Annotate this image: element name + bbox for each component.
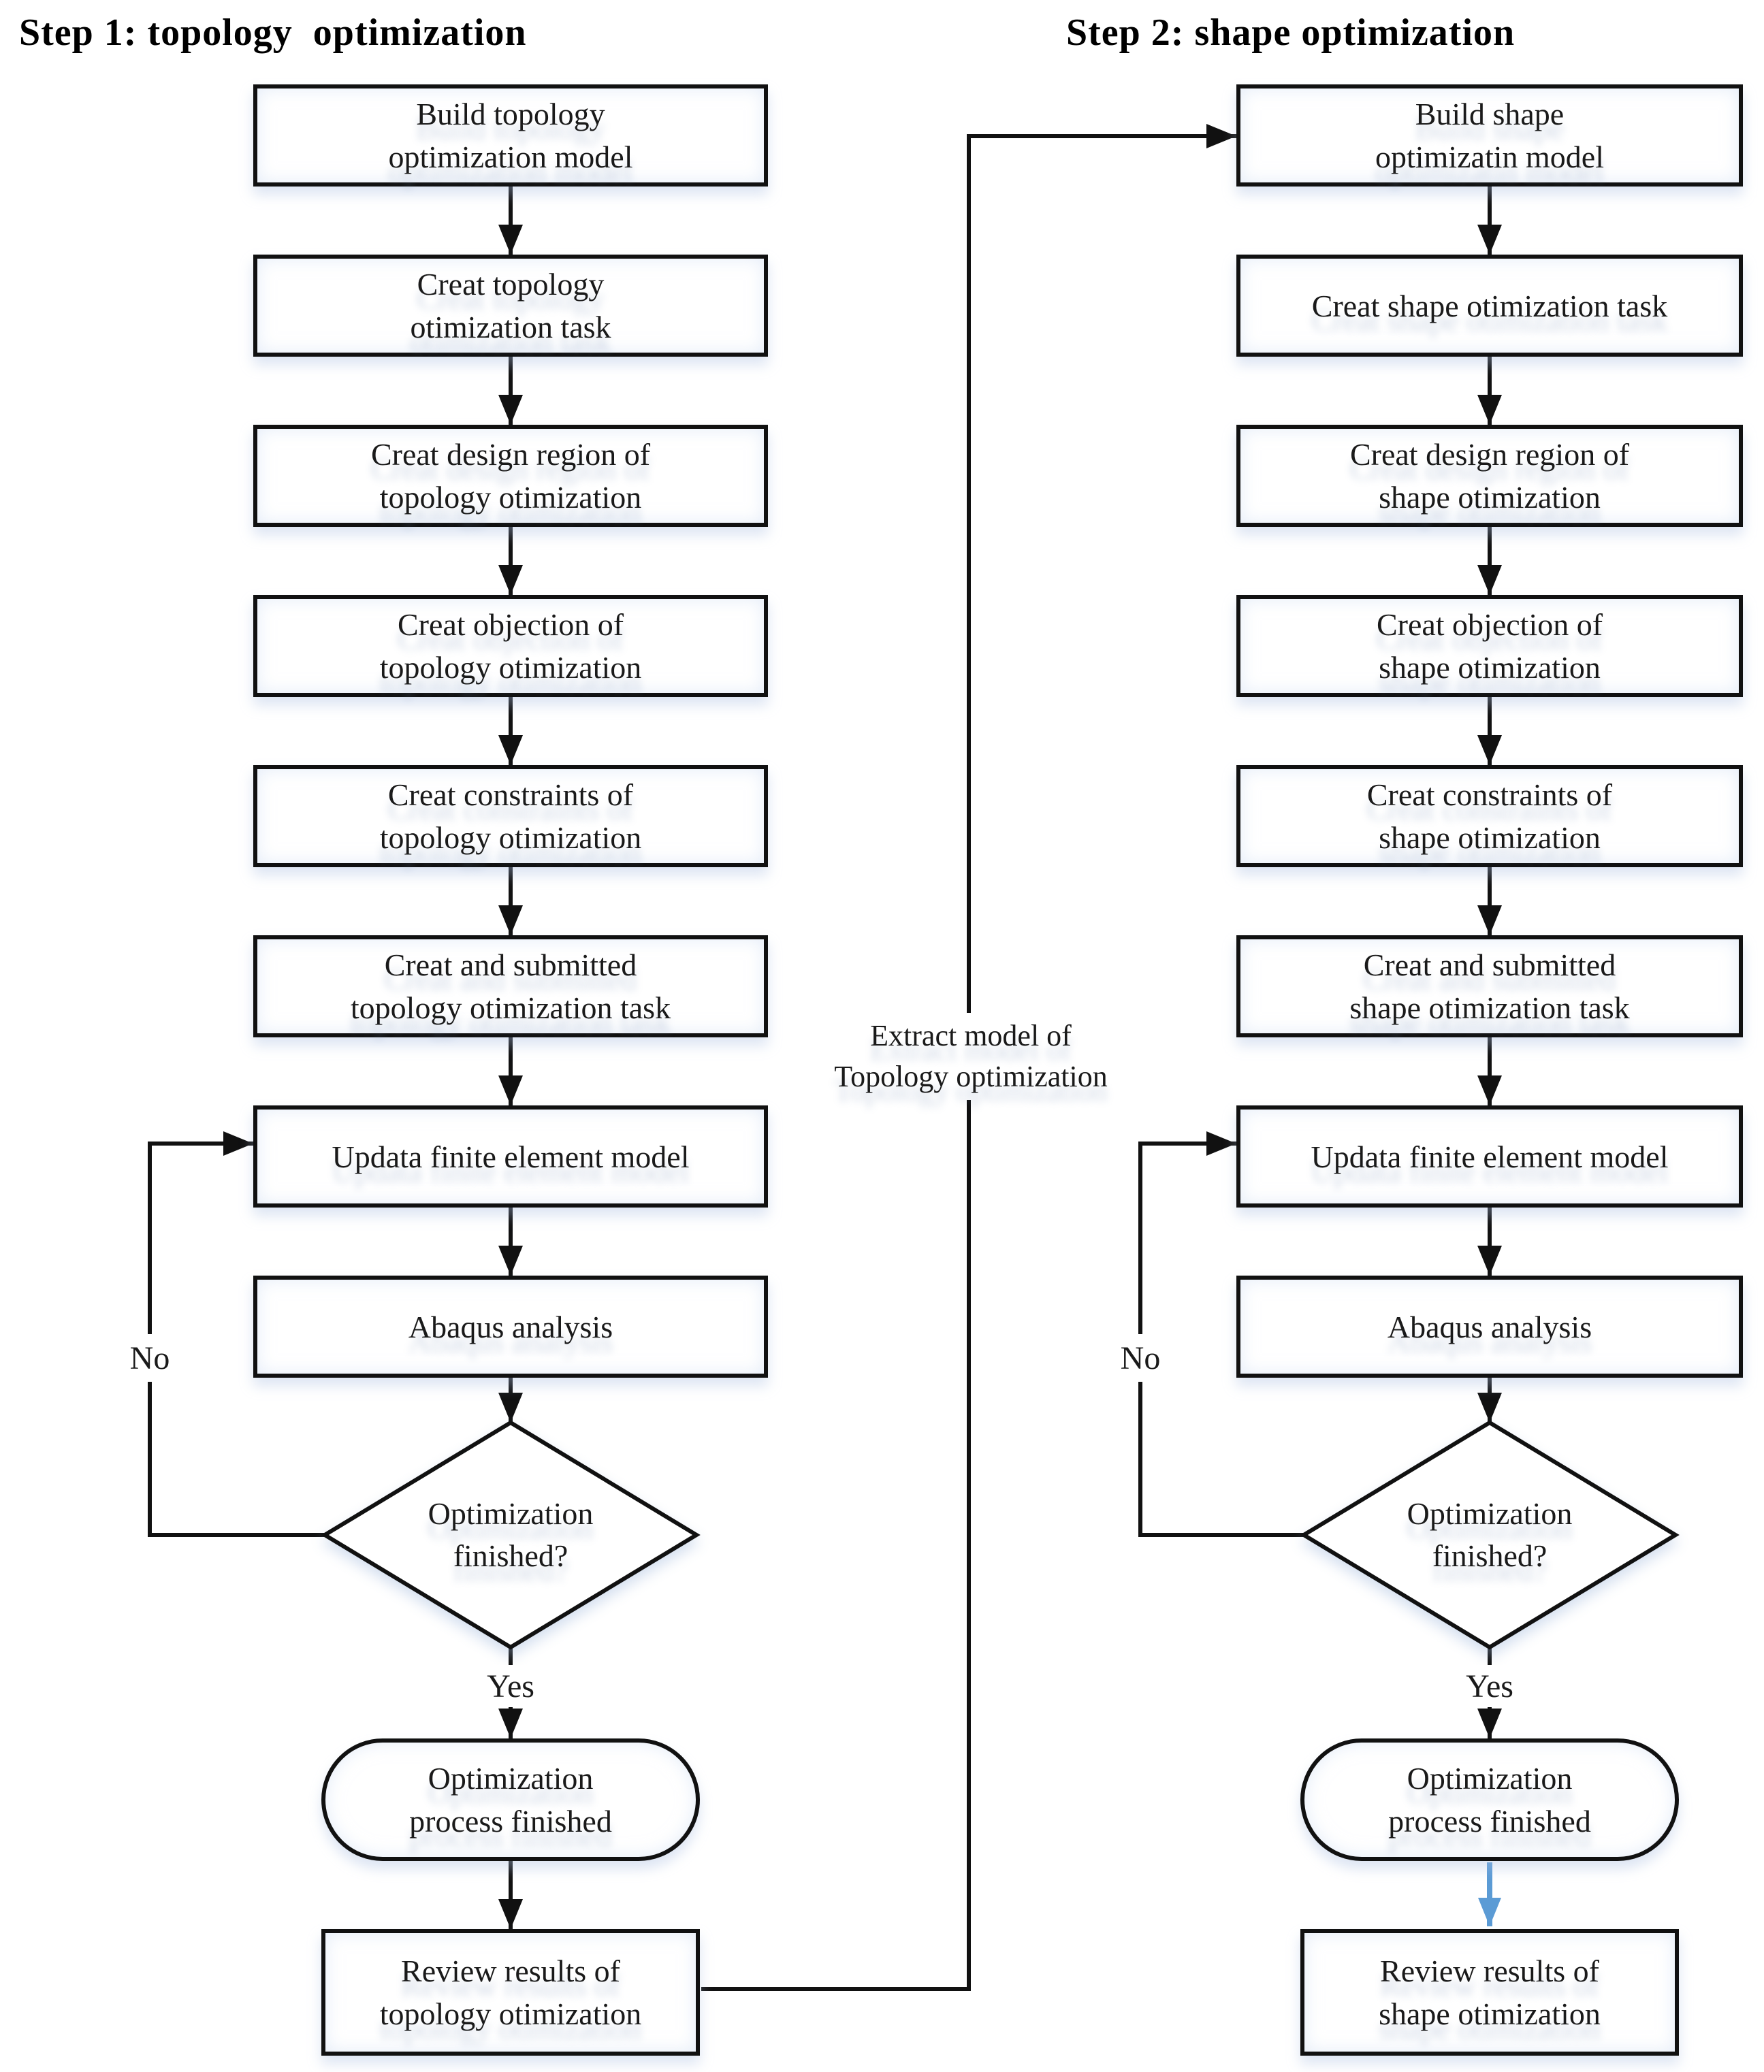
right-no-label: No xyxy=(1098,1334,1183,1382)
right-box-create-task: Creat shape otimization task xyxy=(1236,255,1743,357)
extract-model-label: Extract model of Topology optimization xyxy=(794,1013,1148,1100)
left-yes-label: Yes xyxy=(468,1665,553,1707)
right-decision-diamond xyxy=(1300,1420,1680,1650)
right-yes-label: Yes xyxy=(1447,1665,1532,1707)
left-decision-diamond xyxy=(321,1420,701,1650)
step2-title: Step 2: shape optimization xyxy=(1066,12,1516,54)
right-box-update-fe-model: Updata finite element model xyxy=(1236,1105,1743,1208)
right-box-abaqus-analysis: Abaqus analysis xyxy=(1236,1276,1743,1378)
left-box-abaqus-analysis: Abaqus analysis xyxy=(253,1276,768,1378)
left-no-label: No xyxy=(108,1334,192,1382)
step1-title: Step 1: topology optimization xyxy=(19,12,527,54)
left-box-update-fe-model: Updata finite element model xyxy=(253,1105,768,1208)
